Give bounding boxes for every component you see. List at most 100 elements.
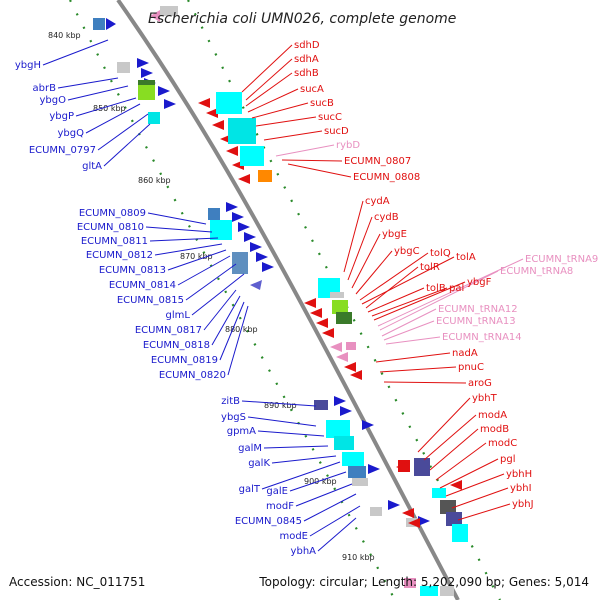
gene-label-ecumn_0817: ECUMN_0817 — [135, 325, 202, 336]
gene-label-ecumn_trna8: ECUMN_tRNA8 — [500, 266, 573, 277]
gene-label-modb: modB — [480, 424, 509, 435]
gene-label-ecumn_trna14: ECUMN_tRNA14 — [442, 332, 522, 343]
gene-label-modf: modF — [266, 501, 294, 512]
left-gene-labels: ybgHabrBybgOybgPybgQECUMN_0797gltAECUMN_… — [15, 60, 316, 557]
leader-line-tolq — [359, 252, 429, 301]
gene-label-cydb: cydB — [374, 212, 399, 223]
leader-line-ybha — [317, 517, 357, 552]
leader-line-rybd — [275, 144, 335, 157]
tick-label: 900 kbp — [304, 477, 337, 486]
gene-label-ecumn_0818: ECUMN_0818 — [143, 340, 210, 351]
gene-label-ybgf: ybgF — [467, 277, 492, 288]
gene-label-gpma: gpmA — [227, 426, 256, 437]
gene-label-pal: pal — [449, 283, 464, 294]
leader-line-modb — [429, 428, 479, 471]
leader-line-ecumn_0807 — [281, 159, 343, 162]
gene-label-tolq: tolQ — [430, 248, 451, 259]
gene-label-ecumn_trna13: ECUMN_tRNA13 — [436, 316, 516, 327]
leader-line-tolr — [365, 266, 419, 309]
leader-line-mode — [309, 505, 361, 537]
gene-label-ybgo: ybgO — [40, 95, 67, 106]
right-gene-labels: sdhDsdhAsdhBsucAsucBsucCsucDrybDECUMN_08… — [294, 40, 598, 510]
gene-label-galk: galK — [248, 458, 270, 469]
leader-line-abrb — [57, 77, 119, 89]
gene-label-suca: sucA — [300, 84, 324, 95]
leader-line-ecumn_trna13 — [383, 320, 435, 341]
leader-line-ecumn_0820 — [227, 305, 249, 376]
leader-line-ybhi — [451, 487, 509, 509]
leader-line-ybhh — [445, 473, 505, 497]
gene-label-ybgh: ybgH — [15, 60, 41, 71]
gene-label-tolr: tolR — [420, 262, 440, 273]
leader-line-ybgh — [42, 39, 109, 66]
gene-label-glml: glmL — [166, 310, 191, 321]
genome-title: Escherichia coli UMN026, complete genome — [148, 11, 456, 27]
gene-label-ybgs: ybgS — [221, 412, 246, 423]
gene-label-ecumn_trna12: ECUMN_tRNA12 — [438, 304, 518, 315]
leader-line-galk — [271, 455, 337, 464]
leader-line-ecumn_trna14 — [385, 336, 441, 345]
leader-line-arog — [383, 381, 467, 384]
gene-label-ecumn_0797: ECUMN_0797 — [29, 145, 96, 156]
leader-line-ecumn_0818 — [211, 295, 241, 346]
leader-line-ecumn_trna12 — [381, 308, 437, 337]
gene-label-ecumn_0819: ECUMN_0819 — [151, 355, 218, 366]
leader-line-ecumn_0812 — [154, 243, 223, 256]
leader-line-ecumn_0797 — [97, 113, 149, 151]
tick-label: 890 kbp — [264, 401, 297, 410]
leader-line-ecumn_0819 — [219, 301, 245, 361]
leader-line-moda — [423, 414, 477, 461]
gene-label-tola: tolA — [456, 252, 476, 263]
right-leader-lines — [241, 44, 524, 521]
gene-label-ybhh: ybhH — [506, 469, 532, 480]
gene-label-ybgp: ybgP — [49, 111, 74, 122]
gene-label-cyda: cydA — [365, 196, 390, 207]
leader-line-pnuc — [379, 366, 457, 373]
leader-line-pal — [371, 287, 448, 317]
leader-line-sdhd — [241, 44, 293, 93]
gene-label-ecumn_0813: ECUMN_0813 — [99, 265, 166, 276]
left-features — [93, 18, 430, 527]
gene-label-ecumn_0845: ECUMN_0845 — [235, 516, 302, 527]
leader-line-modf — [295, 483, 353, 507]
gene-label-sdhb: sdhB — [294, 68, 319, 79]
leader-line-tola — [361, 256, 455, 305]
leader-line-tolb — [367, 287, 425, 313]
gene-label-rybd: rybD — [336, 140, 360, 151]
gene-label-pnuc: pnuC — [458, 362, 484, 373]
gene-label-arog: aroG — [468, 378, 492, 389]
genome-backbone — [116, 0, 460, 600]
leader-line-ecumn_0808 — [287, 163, 352, 178]
leader-line-ybhj — [457, 503, 511, 521]
leader-line-ecumn_0809 — [147, 212, 207, 225]
right-features — [150, 6, 468, 596]
tick-label: 860 kbp — [138, 176, 171, 185]
leader-line-ybge — [351, 233, 381, 289]
leader-line-ybgq — [85, 103, 141, 134]
leader-line-sdhb — [245, 72, 293, 107]
gene-label-glta: gltA — [82, 161, 102, 172]
gene-label-sucb: sucB — [310, 98, 334, 109]
leader-line-nada — [375, 352, 451, 363]
leader-line-ybgs — [247, 416, 317, 427]
leader-line-cyda — [343, 200, 364, 273]
gene-label-galt: galT — [239, 484, 261, 495]
gene-label-mode: modE — [279, 531, 308, 542]
leader-line-ecumn_0813 — [167, 249, 227, 271]
gene-label-tolb: tolB — [426, 283, 446, 294]
leader-line-ybgp — [75, 97, 137, 117]
leader-line-glml — [191, 273, 245, 316]
leader-line-ybgo — [67, 85, 129, 101]
gene-label-nada: nadA — [452, 348, 478, 359]
leader-line-ecumn_trna9 — [377, 258, 524, 327]
gene-label-ybgc: ybgC — [394, 246, 420, 257]
gene-label-ecumn_0815: ECUMN_0815 — [117, 295, 184, 306]
leader-line-ecumn_0845 — [303, 493, 357, 522]
genome-summary-text: Topology: circular; Length: 5,202,090 bp… — [258, 575, 589, 589]
leader-line-gale — [289, 471, 347, 492]
gene-label-sucd: sucD — [324, 126, 349, 137]
leader-line-glta — [103, 123, 151, 167]
gene-label-ybhj: ybhJ — [512, 499, 534, 510]
gene-label-ybge: ybgE — [382, 229, 407, 240]
gene-label-moda: modA — [478, 410, 507, 421]
